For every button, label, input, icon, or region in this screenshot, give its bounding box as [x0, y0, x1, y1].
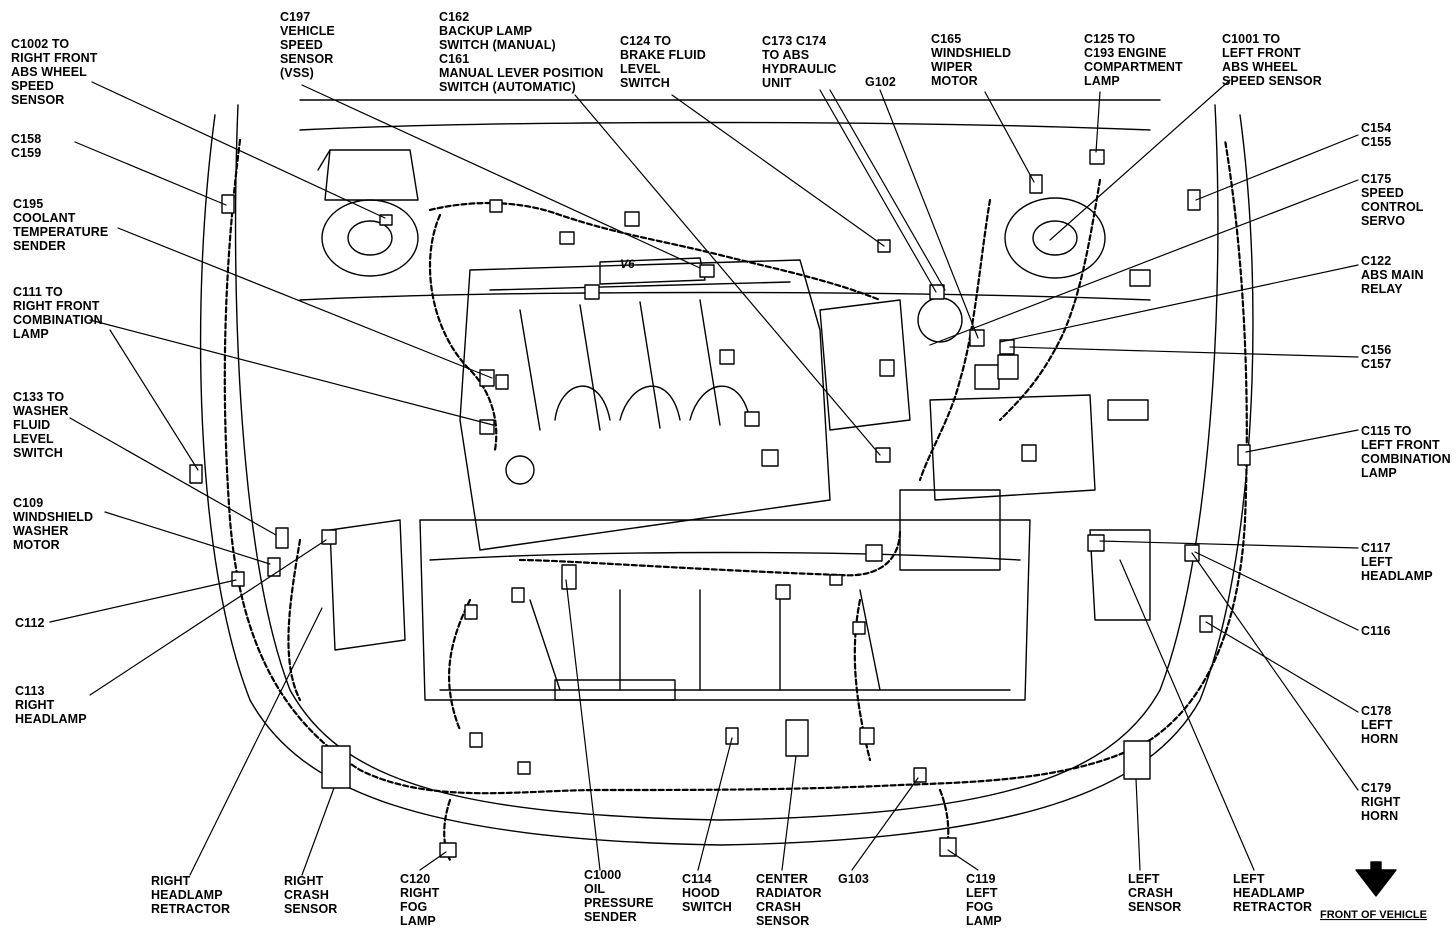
- label-c113: C113 RIGHT HEADLAMP: [15, 684, 87, 726]
- label-c1000: C1000 OIL PRESSURE SENDER: [584, 868, 654, 924]
- body-outline: [199, 114, 1254, 846]
- label-c111: C111 TO RIGHT FRONT COMBINATION LAMP: [13, 285, 103, 341]
- engine-badge: V6: [620, 257, 635, 271]
- label-c175: C175 SPEED CONTROL SERVO: [1361, 172, 1424, 228]
- engine-block: [459, 259, 831, 551]
- label-c179: C179 RIGHT HORN: [1361, 781, 1401, 823]
- label-g103: G103: [838, 872, 869, 886]
- label-c120: C120 RIGHT FOG LAMP: [400, 872, 440, 928]
- label-c133: C133 TO WASHER FLUID LEVEL SWITCH: [13, 390, 69, 460]
- front-of-vehicle-label: FRONT OF VEHICLE: [1320, 909, 1427, 921]
- label-c162: C162 BACKUP LAMP SWITCH (MANUAL) C161 MA…: [439, 10, 604, 94]
- left-strut-tower: [1004, 197, 1106, 279]
- label-c158: C158 C159: [11, 132, 42, 160]
- label-c125: C125 TO C193 ENGINE COMPARTMENT LAMP: [1084, 32, 1183, 88]
- label-c119: C119 LEFT FOG LAMP: [966, 872, 1002, 928]
- label-c122: C122 ABS MAIN RELAY: [1361, 254, 1424, 296]
- label-c124: C124 TO BRAKE FLUID LEVEL SWITCH: [620, 34, 706, 90]
- label-c114: C114 HOOD SWITCH: [682, 872, 732, 914]
- label-c156: C156 C157: [1361, 343, 1392, 371]
- label-c116: C116: [1361, 624, 1391, 638]
- harness-left: [223, 138, 1248, 795]
- label-c109: C109 WINDSHIELD WASHER MOTOR: [13, 496, 94, 552]
- label-c112: C112: [15, 616, 45, 630]
- label-c165: C165 WINDSHIELD WIPER MOTOR: [931, 32, 1012, 88]
- label-c195: C195 COOLANT TEMPERATURE SENDER: [13, 197, 109, 253]
- label-right-crash-sensor: RIGHT CRASH SENSOR: [284, 874, 338, 916]
- label-left-crash-sensor: LEFT CRASH SENSOR: [1128, 872, 1182, 914]
- label-g102: G102: [865, 75, 896, 89]
- label-right-headlamp-retractor: RIGHT HEADLAMP RETRACTOR: [151, 874, 231, 916]
- label-center-radiator-crash-sensor: CENTER RADIATOR CRASH SENSOR: [756, 872, 822, 928]
- label-c173: C173 C174 TO ABS HYDRAULIC UNIT: [762, 34, 837, 90]
- label-c197: C197 VEHICLE SPEED SENSOR (VSS): [280, 10, 335, 80]
- label-c1002: C1002 TO RIGHT FRONT ABS WHEEL SPEED SEN…: [11, 37, 98, 107]
- label-c178: C178 LEFT HORN: [1361, 704, 1399, 746]
- label-c115: C115 TO LEFT FRONT COMBINATION LAMP: [1361, 424, 1451, 480]
- label-c154: C154 C155: [1361, 121, 1392, 149]
- label-c117: C117 LEFT HEADLAMP: [1361, 541, 1433, 583]
- label-c1001: C1001 TO LEFT FRONT ABS WHEEL SPEED SENS…: [1222, 32, 1322, 88]
- label-left-headlamp-retractor: LEFT HEADLAMP RETRACTOR: [1233, 872, 1313, 914]
- arrow-down-icon: [1355, 861, 1397, 897]
